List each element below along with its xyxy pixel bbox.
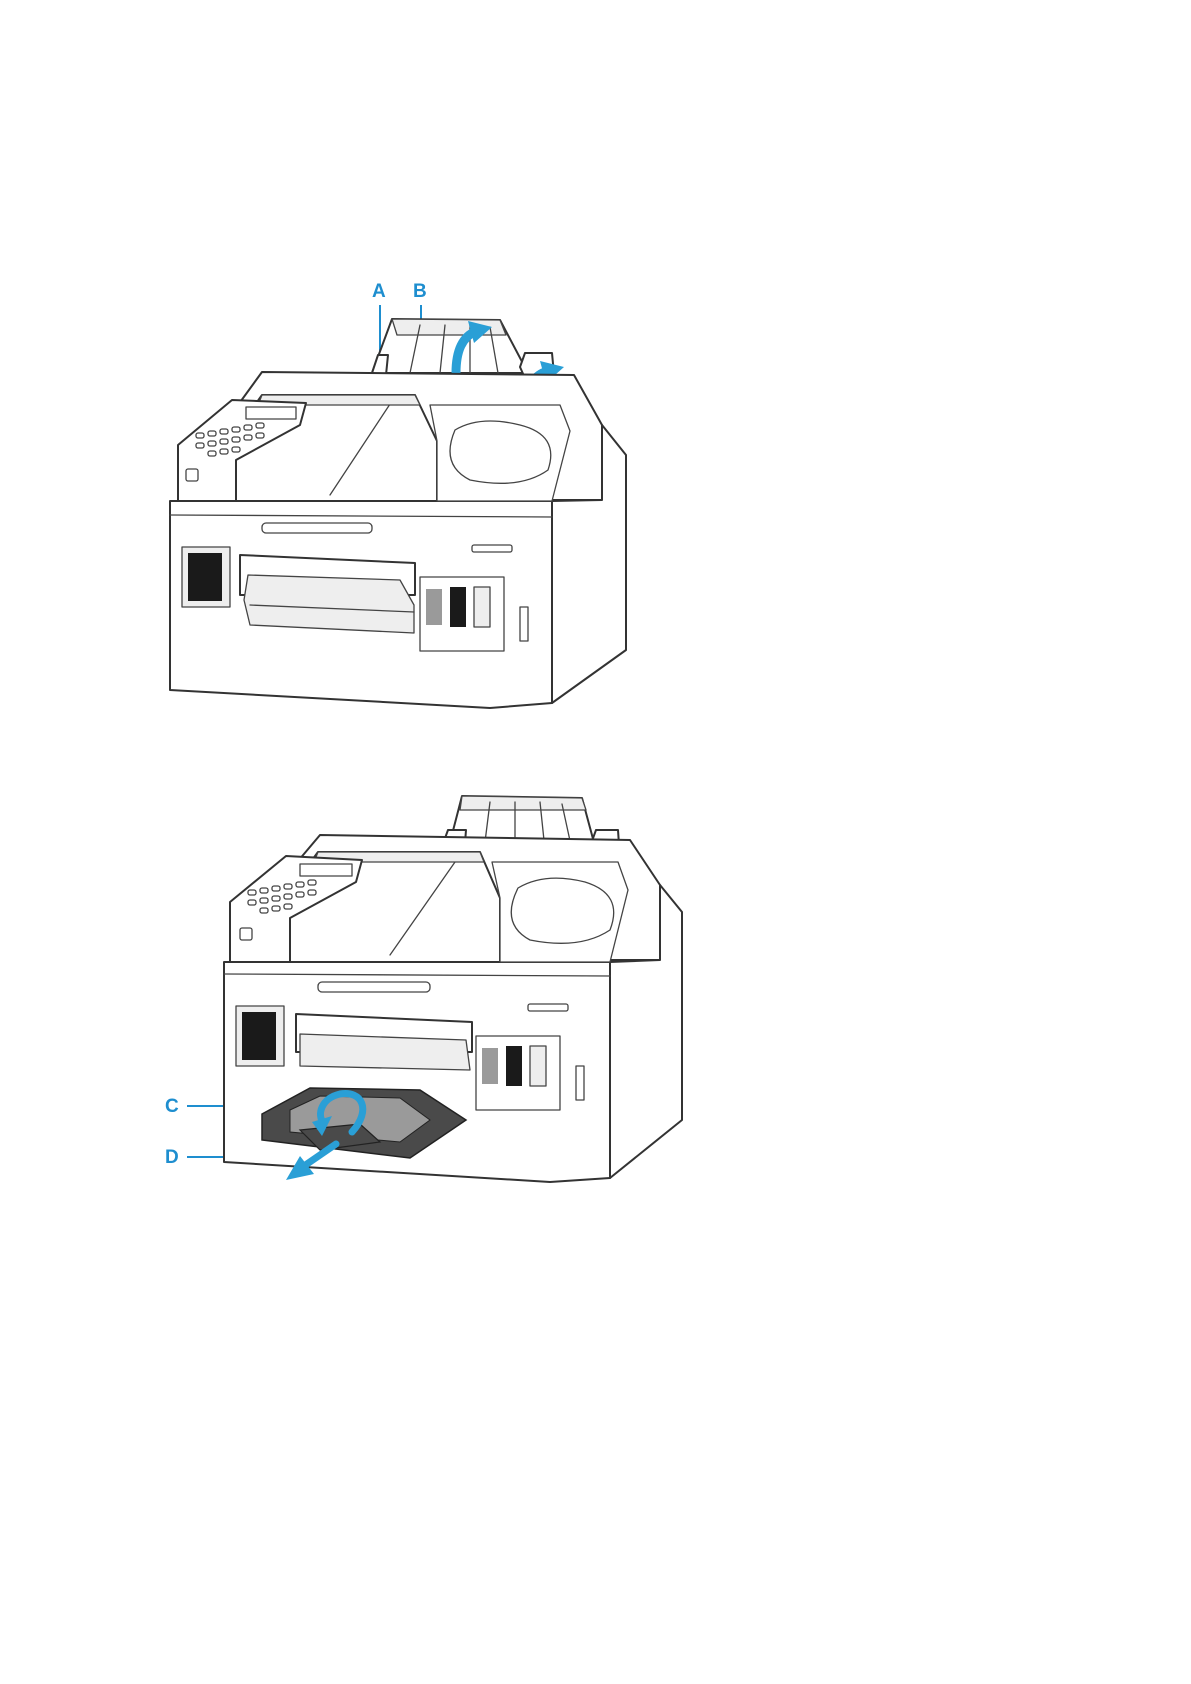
printer-illustration-1 <box>0 255 1191 725</box>
ink-tanks <box>420 577 504 651</box>
printer-illustration-2 <box>0 790 1191 1200</box>
ink-tanks <box>476 1036 560 1110</box>
printer-figure-output-tray: C D <box>0 790 1191 1200</box>
printer-body <box>170 372 626 708</box>
printer-figure-paper-support: A B <box>0 255 1191 725</box>
